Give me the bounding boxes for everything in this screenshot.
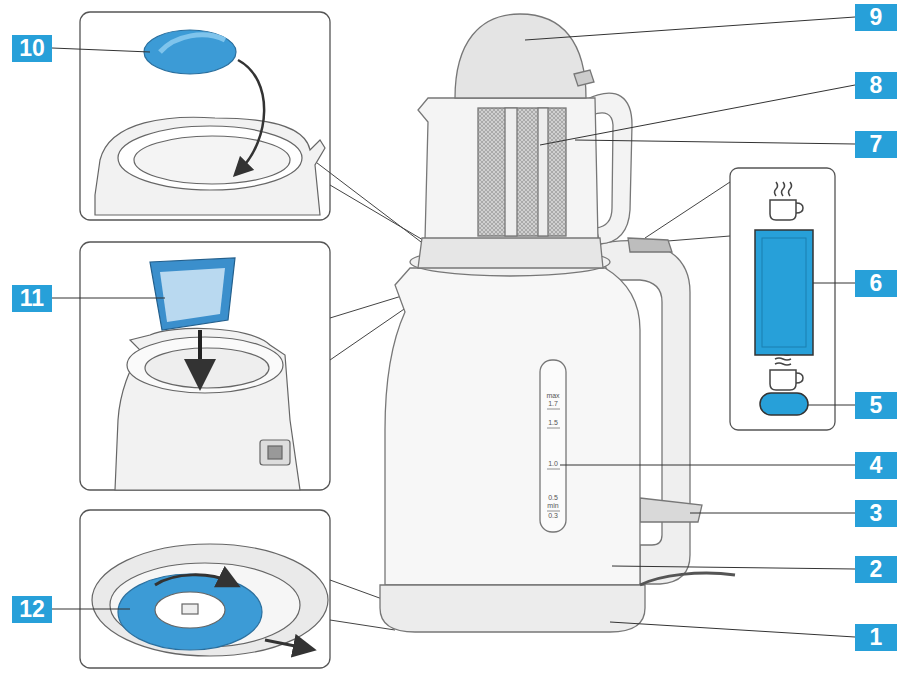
- callout-number: 8: [855, 72, 897, 99]
- callout-number: 4: [855, 452, 897, 479]
- scale-mark: max: [541, 392, 565, 400]
- callout-number: 6: [855, 270, 897, 297]
- callout-number: 2: [855, 556, 897, 583]
- callout-number: 10: [12, 35, 52, 62]
- callout-number: 9: [855, 4, 897, 31]
- callout-number: 3: [855, 500, 897, 527]
- callout-number: 1: [855, 624, 897, 651]
- callout-number: 12: [12, 596, 52, 623]
- scale-mark: 1.5: [541, 419, 565, 427]
- callout-number: 5: [855, 392, 897, 419]
- scale-mark: 0.5: [541, 494, 565, 502]
- callout-number: 7: [855, 131, 897, 158]
- callout-number: 11: [12, 285, 52, 312]
- scale-mark: 0.3: [541, 512, 565, 520]
- scale-mark: min: [541, 502, 565, 510]
- scale-mark: 1.0: [541, 460, 565, 468]
- scale-mark: 1.7: [541, 400, 565, 408]
